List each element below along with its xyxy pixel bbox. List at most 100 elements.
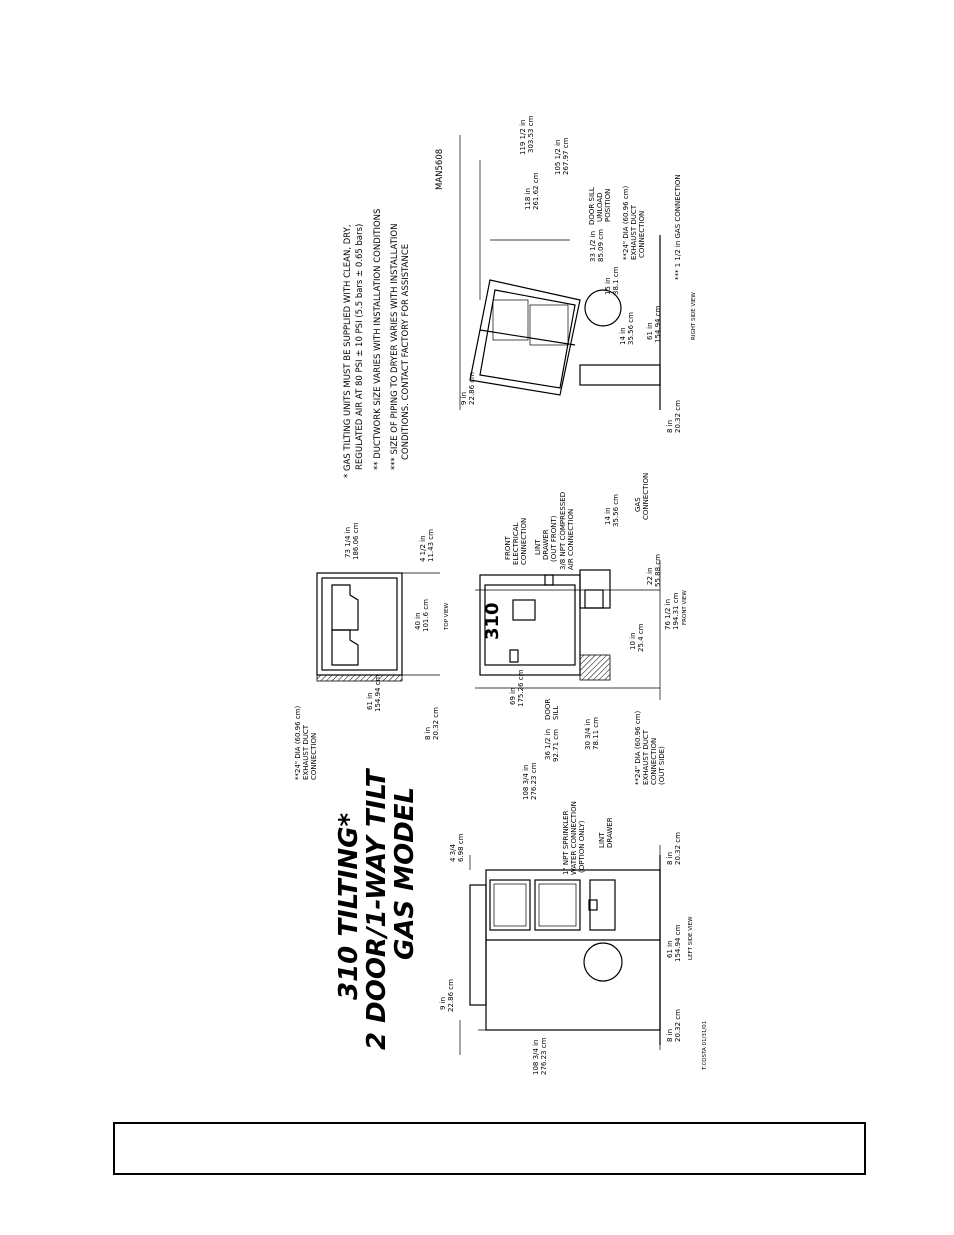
fv-duct-4: (OUT SIDE) xyxy=(658,746,666,785)
lsv-dim-5: 61 in xyxy=(666,940,674,958)
rsv-sill-2: UNLOAD xyxy=(596,192,604,222)
fv-air: 3/8 NPT COMPRESSED xyxy=(559,492,567,570)
lsv-dim-4: 8 in xyxy=(666,1029,674,1042)
fv-lint: LINT xyxy=(534,539,542,555)
fv-dim-10-metric: 25.4 cm xyxy=(637,623,645,652)
tv-dim-1-metric: 186.06 cm xyxy=(352,522,360,560)
title-block: 310 TILTING* 2 DOOR/1-WAY TILT GAS MODEL xyxy=(334,767,420,1050)
note-1a: * GAS TILTING UNITS MUST BE SUPPLIED WIT… xyxy=(343,224,353,478)
lsv-dim-2: 9 in xyxy=(439,997,447,1010)
fv-view-name: FRONT VIEW xyxy=(682,590,688,625)
fv-front-elec: FRONT xyxy=(504,535,512,560)
rsv-dim-118-metric: 261.62 cm xyxy=(532,172,540,210)
lsv-sprinkler: 1" NPT SPRINKLER xyxy=(562,810,570,875)
tv-dim-5: 8 in xyxy=(424,727,432,740)
rsv-dim-119: 119 1/2 in xyxy=(519,120,527,155)
rsv-dim-33-metric: 85.09 cm xyxy=(597,229,605,262)
rsv-duct-2: EXHAUST DUCT xyxy=(630,204,638,260)
author-stamp: T.COSTA 01/31/01 xyxy=(702,1021,708,1071)
rsv-dim-33: 33 1/2 in xyxy=(589,231,597,262)
fv-front-elec-2: ELECTRICAL xyxy=(512,522,520,565)
lsv-lint-2: DRAWER xyxy=(606,817,614,848)
lsv-dim-3-metric: 276.23 cm xyxy=(540,1037,548,1075)
lsv-dim-2-metric: 22.86 cm xyxy=(447,979,455,1012)
rsv-dim-118: 118 in xyxy=(524,188,532,210)
rsv-duct: **24" DIA (60.96 cm) xyxy=(622,186,630,260)
fv-dim-14-metric: 35.56 cm xyxy=(612,494,620,527)
lsv-lint: LINT xyxy=(598,832,606,848)
drawing-id: MAN5608 xyxy=(435,149,445,190)
tv-dim-2: 4 1/2 in xyxy=(419,535,427,562)
fv-dim-76: 76 1/2 in xyxy=(664,599,672,630)
tv-duct-2: EXHAUST DUCT xyxy=(302,724,310,780)
lsv-dim-4-metric: 20.32 cm xyxy=(674,1009,682,1042)
tv-dim-4: 61 in xyxy=(366,692,374,710)
lsv-sprinkler-2: WATER CONNECTION xyxy=(570,801,578,875)
fv-duct-2: EXHAUST DUCT xyxy=(642,729,650,785)
tv-duct: **24" DIA (60.96 cm) xyxy=(294,706,302,780)
rsv-dim-105-metric: 267.97 cm xyxy=(562,137,570,175)
fv-dim-36: 36 1/2 in xyxy=(544,729,552,760)
note-3a: *** SIZE OF PIPING TO DRYER VARIES WITH … xyxy=(390,224,400,470)
rsv-sill-3: POSITION xyxy=(604,189,612,222)
lsv-sprinkler-3: (OPTION ONLY) xyxy=(578,820,586,873)
rsv-view-name: RIGHT SIDE VIEW xyxy=(691,292,697,340)
note-2: ** DUCTWORK SIZE VARIES WITH INSTALLATIO… xyxy=(373,209,383,470)
footer-empty-box xyxy=(113,1122,866,1175)
note-1b: REGULATED AIR AT 80 PSI ± 10 PSI (5.5 ba… xyxy=(355,224,365,470)
fv-sill: DOOR xyxy=(544,699,552,720)
tv-view-name: TOP VIEW xyxy=(444,602,450,631)
fv-dim-14: 14 in xyxy=(604,507,612,525)
fv-duct: **24" DIA (60.96 cm) xyxy=(634,711,642,785)
right-side-view: 119 1/2 in 303.53 cm 105 1/2 in 267.97 c… xyxy=(459,115,697,433)
tv-dim-5-metric: 20.32 cm xyxy=(432,707,440,740)
fv-model: 310 xyxy=(482,602,503,640)
front-view: 310 FRONT ELECTRICAL CONNECTION LINT DRA… xyxy=(475,473,688,800)
lsv-dim-6-metric: 20.32 cm xyxy=(674,832,682,865)
tv-duct-3: CONNECTION xyxy=(310,733,318,780)
fv-dim-22: 22 in xyxy=(646,567,654,585)
tv-dim-2-metric: 11.43 cm xyxy=(427,529,435,562)
note-3b: CONDITIONS. CONTACT FACTORY FOR ASSISTAN… xyxy=(401,244,411,460)
lsv-dim-1: 4 3/4 xyxy=(449,844,457,862)
rsv-dim-14-metric: 35.56 cm xyxy=(627,312,635,345)
tv-dim-3: 40 in xyxy=(414,612,422,630)
lsv-dim-3: 108 3/4 in xyxy=(532,1040,540,1075)
title-line-1: 310 TILTING* xyxy=(334,812,364,1000)
rsv-dim-15-metric: 38.1 cm xyxy=(612,266,620,295)
lsv-dim-5-metric: 154.94 cm xyxy=(674,924,682,962)
rsv-dim-8-metric: 20.32 cm xyxy=(674,400,682,433)
tv-dim-1: 73 1/4 in xyxy=(344,527,352,558)
title-line-3: GAS MODEL xyxy=(390,787,420,960)
fv-dim-30-metric: 78.11 cm xyxy=(592,717,600,750)
rsv-dim-119-metric: 303.53 cm xyxy=(527,115,535,153)
tv-dim-4-metric: 154.94 cm xyxy=(374,674,382,712)
fv-duct-3: CONNECTION xyxy=(650,738,658,785)
rsv-dim-61-metric: 154.94 cm xyxy=(654,305,662,343)
rsv-duct-3: CONNECTION xyxy=(638,211,646,258)
fv-dim-108-metric: 276.23 cm xyxy=(530,762,538,800)
top-view: 73 1/4 in 186.06 cm 4 1/2 in 11.43 cm 40… xyxy=(294,522,450,780)
rsv-dim-14: 14 in xyxy=(619,327,627,345)
fv-dim-69: 69 in xyxy=(509,687,517,705)
fv-dim-76-metric: 194.31 cm xyxy=(672,592,680,630)
general-notes: * GAS TILTING UNITS MUST BE SUPPLIED WIT… xyxy=(343,209,411,478)
fv-dim-36-metric: 92.71 cm xyxy=(552,729,560,762)
fv-air-2: AIR CONNECTION xyxy=(567,509,575,570)
rsv-sill: DOOR SILL xyxy=(588,187,596,225)
fv-lint-3: (OUT FRONT) xyxy=(550,515,558,562)
tv-dim-3-metric: 101.6 cm xyxy=(422,599,430,632)
fv-dim-10: 10 in xyxy=(629,632,637,650)
rsv-dim-9-metric: 22.86 cm xyxy=(468,372,476,405)
fv-gas-2: CONNECTION xyxy=(642,473,650,520)
rsv-gasconn: *** 1 1/2 in GAS CONNECTION xyxy=(674,174,682,280)
rsv-dim-9: 9 in xyxy=(460,392,468,405)
fv-dim-108: 108 3/4 in xyxy=(522,765,530,800)
fv-lint-2: DRAWER xyxy=(542,529,550,560)
lsv-view-name: LEFT SIDE VIEW xyxy=(688,916,694,960)
fv-sill-2: SILL xyxy=(552,706,560,720)
lsv-dim-1-metric: 6.98 cm xyxy=(457,833,465,862)
fv-dim-30: 30 3/4 in xyxy=(584,719,592,750)
left-side-view: 4 3/4 6.98 cm 9 in 22.86 cm 108 3/4 in 2… xyxy=(439,801,694,1075)
